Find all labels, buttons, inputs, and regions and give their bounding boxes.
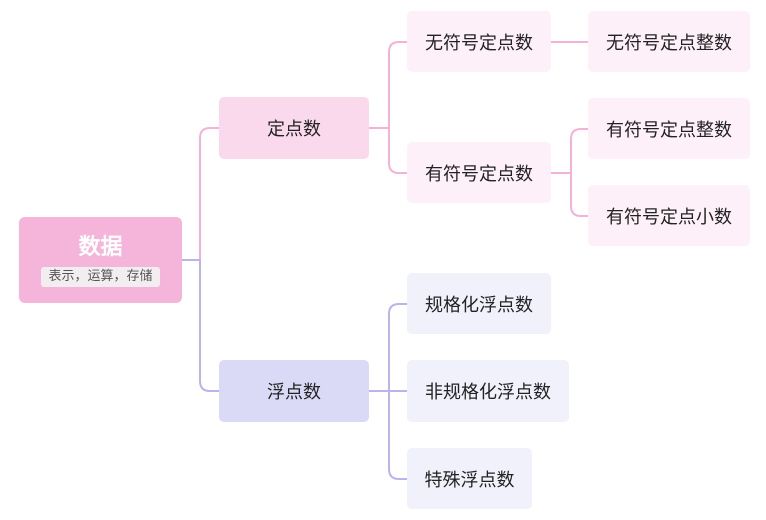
node-unsigned-fixed-int[interactable]: 无符号定点整数 bbox=[588, 11, 750, 72]
root-subtitle: 表示，运算，存储 bbox=[41, 266, 160, 287]
link-signed-frac bbox=[550, 172, 589, 217]
node-signed-fixed-int[interactable]: 有符号定点整数 bbox=[588, 98, 750, 159]
node-signed-fixed[interactable]: 有符号定点数 bbox=[407, 142, 551, 203]
node-signed-fixed-frac[interactable]: 有符号定点小数 bbox=[588, 185, 750, 246]
link-float-normalized bbox=[368, 303, 408, 392]
node-special-float[interactable]: 特殊浮点数 bbox=[407, 448, 532, 509]
link-fixed-unsigned bbox=[368, 41, 408, 129]
node-denormalized-float[interactable]: 非规格化浮点数 bbox=[407, 360, 569, 422]
link-root-float bbox=[181, 259, 220, 392]
link-signed-int bbox=[550, 128, 589, 174]
node-fixed[interactable]: 定点数 bbox=[219, 97, 369, 159]
node-unsigned-fixed[interactable]: 无符号定点数 bbox=[407, 11, 551, 72]
link-float-special bbox=[368, 390, 408, 480]
root-node[interactable]: 数据 表示，运算，存储 bbox=[19, 217, 182, 303]
link-fixed-signed bbox=[368, 127, 408, 174]
link-root-fixed bbox=[181, 127, 220, 261]
node-normalized-float[interactable]: 规格化浮点数 bbox=[407, 273, 551, 334]
root-title: 数据 bbox=[78, 234, 123, 260]
node-float[interactable]: 浮点数 bbox=[219, 360, 369, 422]
